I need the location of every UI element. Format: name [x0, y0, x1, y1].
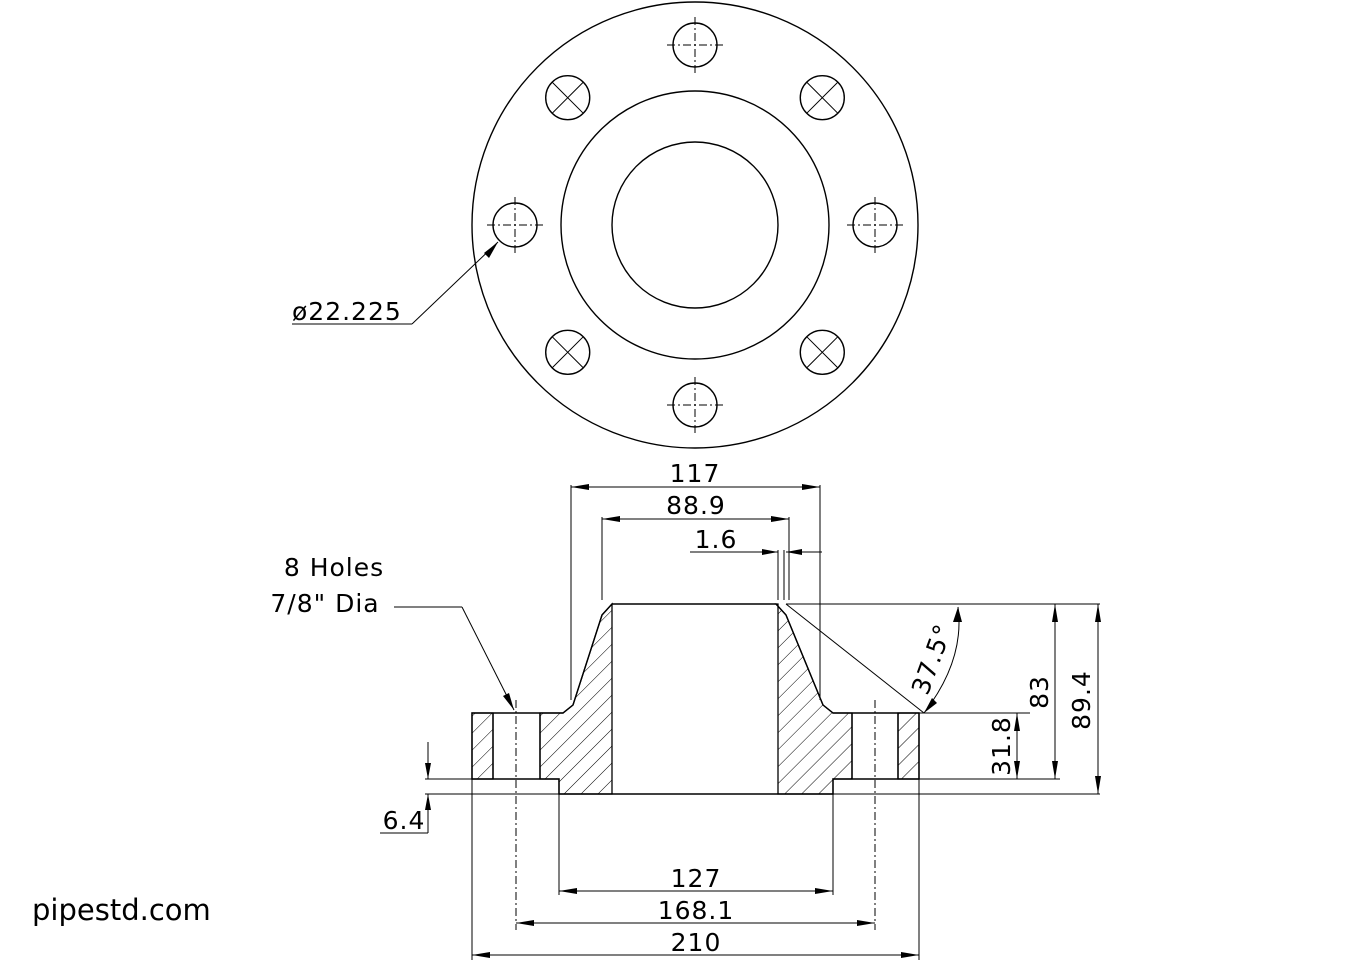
bolt-hole [545, 75, 591, 121]
dim-overall-height: 89.4 [1067, 670, 1096, 730]
bolt-holes [487, 17, 903, 433]
bore-circle [611, 141, 779, 309]
arrow [1014, 713, 1020, 731]
hatch-left-outer [471, 712, 494, 780]
dim-raised-face: 6.4 [383, 806, 426, 835]
hatch-right-hub [774, 603, 853, 795]
holes-note-line1: 8 Holes [284, 553, 384, 582]
arrow [425, 794, 431, 810]
hub-circle [560, 90, 830, 360]
section-view: 117 88.9 1.6 37.5° 83 89.4 31.8 [270, 459, 1101, 960]
bolt-hole [847, 197, 903, 253]
watermark: pipestd.com [32, 893, 211, 927]
arrow [1095, 776, 1101, 794]
arrow [1052, 761, 1058, 779]
hatch-right-outer [897, 712, 920, 780]
arrow [786, 549, 802, 555]
dim-raised-height: 83 [1025, 675, 1054, 709]
arrow [1052, 604, 1058, 622]
dim-raised-face-dia: 127 [671, 864, 722, 893]
holes-note-line2: 7/8" Dia [270, 589, 379, 618]
hole-leader [411, 241, 499, 325]
outer-circle [471, 1, 919, 449]
arrow [1095, 604, 1101, 622]
bolt-hole [487, 197, 543, 253]
bolt-hole [799, 329, 845, 375]
hole-callout: ø22.225 [292, 297, 402, 326]
dim-bolt-circle: 168.1 [658, 896, 735, 925]
bolt-hole [799, 75, 845, 121]
arrow [771, 516, 789, 522]
arrow [802, 484, 820, 490]
arrow [516, 920, 534, 926]
holes-note-arrow [503, 693, 514, 710]
dim-chamfer: 1.6 [695, 525, 738, 554]
dim-hub-dia: 117 [670, 459, 721, 488]
arrow [425, 763, 431, 779]
arrow [571, 484, 589, 490]
dim-outside-dia: 210 [671, 928, 722, 957]
bolt-hole [545, 329, 591, 375]
dim-bore-dia: 88.9 [666, 491, 726, 520]
bolt-hole [667, 17, 723, 73]
arrow [901, 952, 919, 958]
arrow [559, 888, 577, 894]
bevel-line [785, 603, 925, 714]
arrow [953, 607, 962, 622]
bolt-hole [667, 377, 723, 433]
arrow [815, 888, 833, 894]
dim-flange-thickness: 31.8 [987, 716, 1016, 776]
arrow [857, 920, 875, 926]
arrow [472, 952, 490, 958]
arrow [924, 698, 937, 713]
arrow [602, 516, 620, 522]
holes-note-leader [461, 606, 515, 711]
top-view: ø22.225 [292, 1, 919, 449]
hatch-left-hub [539, 602, 613, 795]
arrow [762, 549, 778, 555]
arrow [1014, 761, 1020, 779]
dim-bevel-angle: 37.5° [906, 620, 958, 699]
hole-leader-arrow [484, 242, 498, 258]
